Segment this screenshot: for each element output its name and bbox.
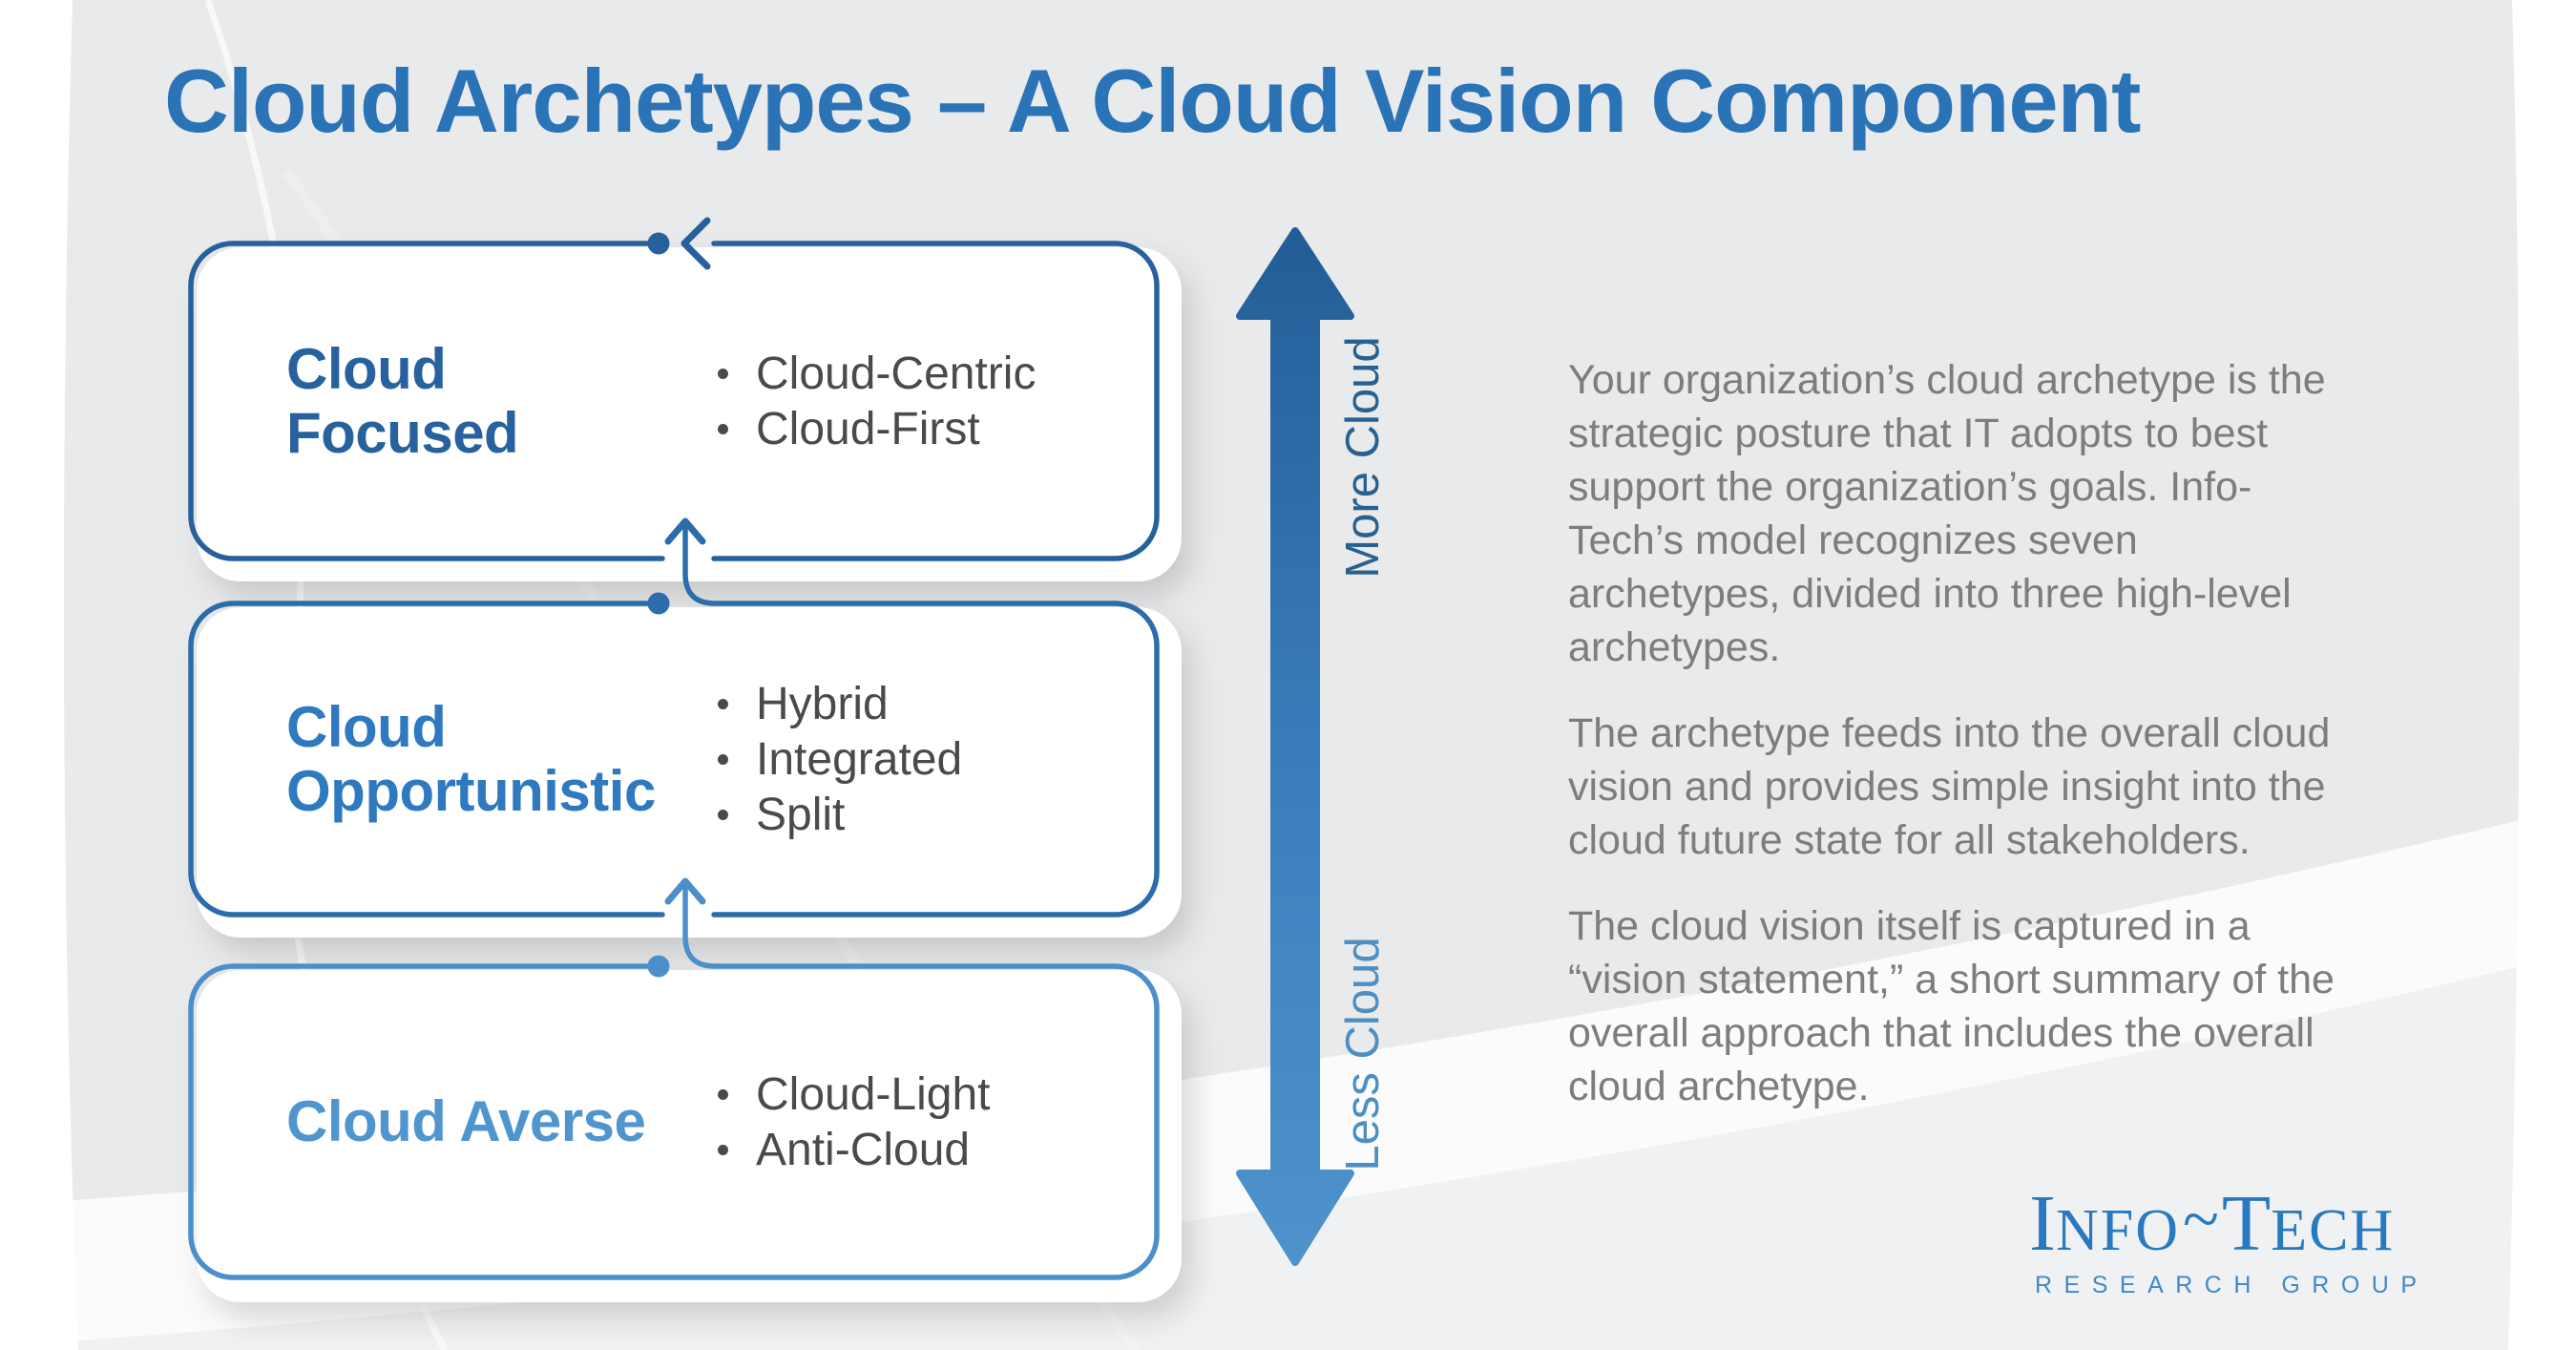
bullet-dot-icon (718, 423, 728, 434)
connector-dot-box1 (647, 232, 670, 255)
box-outline-cloud-focused (188, 241, 1160, 561)
connector-dot-box3 (647, 955, 670, 978)
less-cloud-axis-label: Less Cloud (1337, 937, 1389, 1171)
bullet-label: Anti-Cloud (756, 1124, 971, 1175)
infotech-logo: INFO~TECH RESEARCH GROUP (2029, 1184, 2429, 1299)
description-paragraph-3: The cloud vision itself is captured in a… (1568, 903, 2335, 1109)
box-outline-cloud-opportunistic (188, 521, 1160, 918)
description-text-block: Your organization’s cloud archetype is t… (1568, 353, 2356, 1146)
flow-arrow-up-box3-to-box2-icon (664, 877, 706, 905)
archetype-name: Cloud Opportunistic (286, 694, 656, 823)
bullet-dot-icon (718, 698, 728, 709)
bullet-dot-icon (718, 753, 728, 765)
logo-letter: I (2029, 1179, 2056, 1268)
list-item: Anti-Cloud (718, 1122, 990, 1177)
connector-dot-box2 (647, 592, 670, 615)
list-item: Cloud-First (718, 401, 1036, 456)
bullet-dot-icon (718, 809, 728, 820)
bullet-label: Cloud-Light (756, 1068, 991, 1120)
logo-letters: NFO (2055, 1198, 2181, 1263)
logo-letter: T (2221, 1179, 2272, 1268)
box-fill-cloud-averse (197, 970, 1182, 1302)
bullet-label: Cloud-First (756, 403, 980, 454)
cloud-spectrum-arrow-icon (1236, 227, 1354, 1266)
infotech-wordmark: INFO~TECH (2029, 1184, 2429, 1264)
logo-letters: ECH (2271, 1198, 2396, 1263)
page-title: Cloud Archetypes – A Cloud Vision Compon… (164, 51, 2141, 151)
bullet-dot-icon (718, 1144, 728, 1155)
box-outline-cloud-averse (188, 881, 1160, 1280)
box-fill-cloud-focused (197, 247, 1182, 581)
archetype-box-cloud-opportunistic: Cloud Opportunistic Hybrid Integrated Sp… (286, 603, 1107, 915)
archetype-name: Cloud Focused (286, 336, 519, 465)
logo-tagline: RESEARCH GROUP (2035, 1272, 2429, 1298)
archetype-name: Cloud Averse (286, 1089, 646, 1154)
description-paragraph-2: The archetype feeds into the overall clo… (1568, 710, 2331, 863)
list-item: Hybrid (718, 676, 962, 731)
bullet-label: Split (756, 789, 846, 840)
background-swoosh-lower (0, 953, 2576, 1350)
archetype-box-cloud-averse: Cloud Averse Cloud-Light Anti-Cloud (286, 966, 1107, 1277)
flow-arrow-left-icon (681, 217, 711, 270)
list-item: Split (718, 787, 962, 842)
list-item: Integrated (718, 731, 962, 787)
archetype-bullet-list: Cloud-Centric Cloud-First (718, 346, 1036, 456)
more-cloud-axis-label: More Cloud (1337, 336, 1389, 579)
logo-tilde-icon: ~ (2183, 1183, 2219, 1256)
archetype-bullet-list: Hybrid Integrated Split (718, 676, 962, 842)
flow-arrow-up-box2-to-box1-icon (664, 517, 706, 545)
box-fill-cloud-opportunistic (197, 607, 1182, 938)
bullet-dot-icon (718, 1088, 728, 1100)
archetype-bullet-list: Cloud-Light Anti-Cloud (718, 1066, 990, 1177)
list-item: Cloud-Centric (718, 346, 1036, 401)
description-paragraph-1: Your organization’s cloud archetype is t… (1568, 357, 2326, 670)
list-item: Cloud-Light (718, 1066, 990, 1122)
archetype-box-cloud-focused: Cloud Focused Cloud-Centric Cloud-First (286, 243, 1107, 559)
bullet-label: Hybrid (756, 678, 889, 729)
bullet-label: Cloud-Centric (756, 348, 1037, 399)
bullet-label: Integrated (756, 733, 963, 785)
bullet-dot-icon (718, 368, 728, 379)
